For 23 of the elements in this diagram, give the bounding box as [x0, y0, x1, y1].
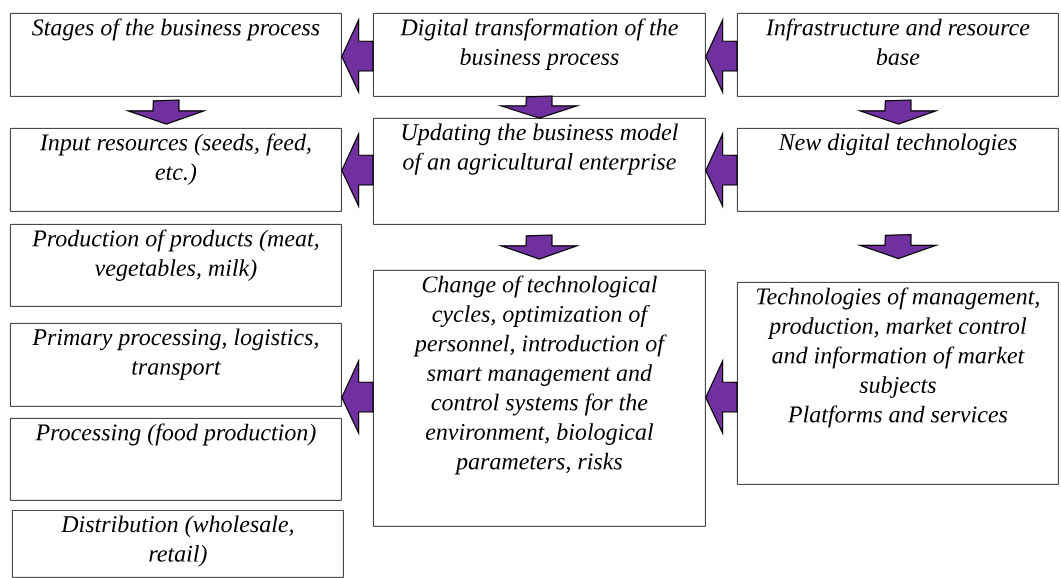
text-box: Updating the business model of an agricultural enterprise [373, 118, 706, 225]
block-arrow [497, 234, 581, 260]
text-box: Stages of the business process [10, 13, 342, 97]
block-arrow [497, 95, 581, 119]
text-box: Digital transformation of the business process [373, 13, 706, 97]
text-box: Primary processing, logistics, transport [10, 323, 342, 407]
text-box: Input resources (seeds, feed, etc.) [10, 128, 342, 212]
block-arrow [341, 131, 374, 209]
block-arrow [341, 17, 374, 95]
block-arrow [341, 358, 374, 436]
block-arrow [705, 358, 738, 436]
text-box: Processing (food production) [10, 418, 342, 501]
text-box: Technologies of management, production, market control and information of market subjects Platforms and services [737, 282, 1059, 485]
block-arrow [705, 131, 738, 209]
block-arrow [856, 99, 940, 125]
block-arrow [124, 99, 208, 125]
text-box: Distribution (wholesale, retail) [12, 510, 344, 578]
block-arrow [856, 233, 940, 260]
text-box: Infrastructure and resource base [737, 13, 1059, 97]
block-arrow [705, 17, 738, 95]
text-box: New digital technologies [737, 128, 1059, 212]
text-box: Change of technological cycles, optimization of personnel, introduction of smart management and control systems for the environment, biological parameters, risks [373, 270, 706, 527]
text-box: Production of products (meat, vegetables, milk) [10, 224, 342, 307]
